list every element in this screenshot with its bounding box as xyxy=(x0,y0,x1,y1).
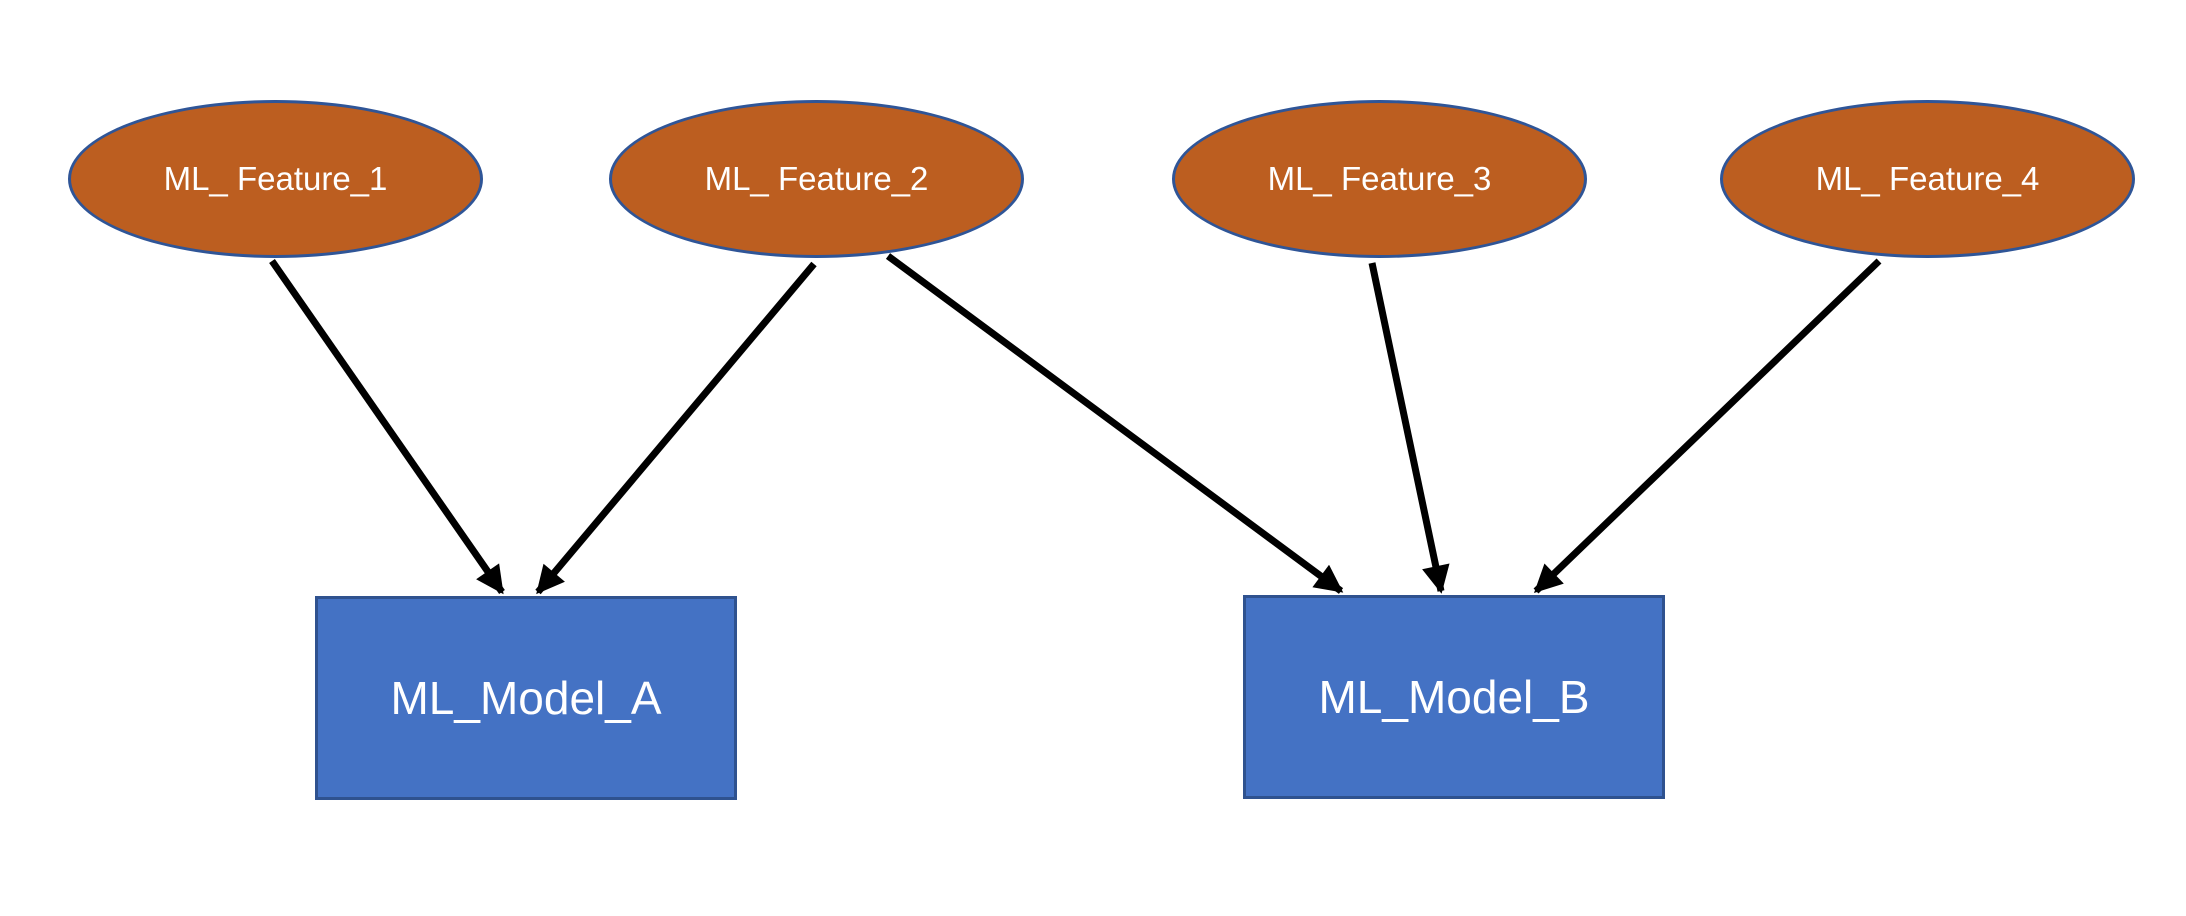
node-label: ML_ Feature_2 xyxy=(704,160,929,197)
edge-feature2-modelA xyxy=(535,261,817,595)
node-ml-feature-3: ML_ Feature_3 xyxy=(1172,100,1587,258)
edge-feature3-modelB xyxy=(1368,262,1450,594)
edge-feature1-modelA xyxy=(269,259,505,595)
edge-feature4-modelB xyxy=(1533,258,1882,594)
node-ml-feature-4: ML_ Feature_4 xyxy=(1720,100,2135,258)
edge-feature2-modelB xyxy=(885,253,1344,594)
node-ml-feature-2: ML_ Feature_2 xyxy=(609,100,1024,258)
node-ml-model-a: ML_Model_A xyxy=(315,596,737,800)
node-label: ML_Model_B xyxy=(1318,671,1590,723)
node-label: ML_ Feature_1 xyxy=(163,160,388,197)
node-label: ML_ Feature_3 xyxy=(1267,160,1492,197)
node-label: ML_Model_A xyxy=(390,672,662,724)
node-label: ML_ Feature_4 xyxy=(1815,160,2040,197)
node-ml-feature-1: ML_ Feature_1 xyxy=(68,100,483,258)
node-ml-model-b: ML_Model_B xyxy=(1243,595,1665,799)
